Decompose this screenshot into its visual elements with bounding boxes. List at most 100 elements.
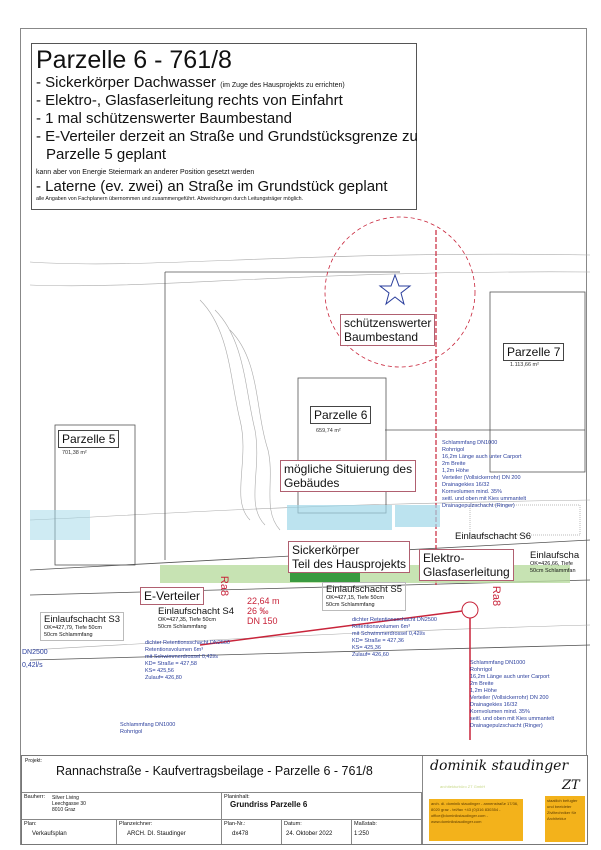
planzeichner-cell: Planzeichner:ARCH. DI. Staudinger: [117, 819, 222, 844]
label-line: Gebäudes: [284, 476, 340, 490]
planinhalt-cell: Planinhalt: Grundriss Parzelle 6: [222, 792, 422, 819]
tree-protection-circle: [324, 216, 476, 368]
parzelle-7-area: 1.113,66 m²: [510, 362, 539, 368]
address-badge: arch. di. dominik staudinger - annenstra…: [429, 799, 523, 841]
massstab-value: 1:250: [354, 831, 370, 837]
hatch-area: [469, 504, 581, 536]
note-item: - E-Verteiler derzeit an Straße und Grun…: [36, 128, 418, 145]
planzeichner-label: Planzeichner:: [119, 821, 153, 827]
note-text: - Sickerkörper Dachwasser: [36, 74, 217, 91]
projekt-title: Rannachstraße - Kaufvertragsbeilage - Pa…: [56, 764, 373, 778]
planinhalt-label: Planinhalt:: [224, 794, 250, 800]
note-footnote: alle Angaben von Fachplanern übernommen …: [36, 196, 304, 202]
manhole-icon: [461, 601, 479, 619]
plan-value: Verkaufsplan: [32, 831, 67, 837]
plannr-label: Plan-Nr.:: [224, 821, 246, 827]
note-small: (im Zuge des Hausprojekts zu errichten): [220, 82, 345, 89]
schacht-title: Einlaufscha: [530, 550, 580, 561]
pipe-diameter: DN 150: [247, 616, 278, 626]
left-note-line: 0,42l/s: [22, 662, 43, 669]
projekt-label: Projekt:: [25, 758, 42, 764]
retention-line: Retentionsvolumen 6m³: [145, 647, 204, 653]
parzelle-6-area: 659,74 m²: [316, 428, 341, 434]
title-block: Projekt: Rannachstraße - Kaufvertragsbei…: [21, 755, 588, 845]
retention-line: dichter Retentionsschacht DN2500: [145, 640, 230, 646]
label-line: Glasfaserleitung: [423, 565, 510, 579]
plan-label: Plan:: [24, 821, 37, 827]
schacht-title: Einlaufschacht S6: [455, 531, 532, 542]
label-line: mögliche Situierung des: [284, 462, 413, 476]
note-item: Parzelle 5 geplant: [46, 146, 167, 163]
schlamm-line: Drainagepulzschacht (Ringer): [442, 503, 515, 509]
retention-line: Retentionsvolumen 6m³: [352, 624, 411, 630]
parzelle-7-label: Parzelle 7: [503, 343, 565, 361]
notes-title: Parzelle 6 - 761/8: [36, 46, 232, 74]
schacht-detail: 50cm Schlammfan: [530, 568, 576, 574]
plannr-cell: Plan-Nr.: dx478: [222, 819, 282, 844]
schlamm-line: Rohrrigol: [442, 447, 465, 453]
schacht-detail: OK=427,15, Tiefe 50cm: [326, 595, 384, 601]
label-line: Teil des Hausprojekts: [292, 557, 407, 571]
retention-line: KS= 425,36: [352, 645, 381, 651]
sickerkoerper-area-3: [30, 510, 90, 540]
datum-label: Datum:: [284, 821, 302, 827]
bauherr-label: Bauherr:: [24, 794, 46, 800]
pipe-slope: 26 ‰: [247, 606, 269, 616]
schlamm-line: 16,2m Länge auch unter Carport: [442, 454, 522, 460]
green-strip-dark: [290, 570, 360, 582]
schacht-detail: 50cm Schlammfang: [326, 602, 375, 608]
note-item: - 1 mal schützenswerter Baumbestand: [36, 110, 292, 127]
schlamm-line: Kornvolumen mind. 35%: [442, 489, 502, 495]
sickerkoerper-area-2: [395, 505, 440, 527]
pipe-line: [199, 609, 471, 646]
planinhalt-value: Grundriss Parzelle 6: [230, 800, 308, 809]
e-verteiler-label: E-Verteiler: [140, 587, 205, 605]
parcel-lines: [29, 271, 591, 661]
schlamm-line: Drainagekies 16/32: [442, 482, 490, 488]
elektro-label: Elektro-Glasfaserleitung: [419, 549, 514, 581]
plan-cell: Plan: Verkaufsplan: [22, 819, 117, 844]
tree-star-icon: [378, 273, 412, 306]
retention-line: Zulauf= 426,60: [352, 652, 389, 658]
schacht-title: Einlaufschacht S5: [326, 584, 403, 595]
parzelle-6-label: Parzelle 6: [310, 406, 372, 424]
left-note-line: DN2500: [22, 649, 48, 656]
massstab-label: Maßstab:: [354, 821, 377, 827]
schacht-detail: 50cm Schlammfang: [44, 632, 93, 638]
schlamm-line: seitl. und oben mit Kies ummantelt: [470, 716, 555, 722]
schlamm-line: 2m Breite: [442, 461, 466, 467]
massstab-cell: Maßstab: 1:250: [352, 819, 422, 844]
bauherr-line: Silver Living: [52, 795, 79, 801]
schlamm-line: Schlammfang DN1000: [470, 660, 526, 666]
schacht-detail: OK=427,35, Tiefe 50cm: [158, 617, 216, 623]
schacht-detail: OK=426,66, Tiefe: [530, 561, 573, 567]
retention-line: Zulauf= 426,80: [145, 675, 182, 681]
note-sub: kann aber von Energie Steiermark an ande…: [36, 169, 255, 176]
schlamm-line: Drainagepulzschacht (Ringer): [470, 723, 543, 729]
label-line: Elektro-: [423, 551, 465, 565]
schacht-s6: Einlaufschacht S6: [452, 530, 534, 543]
ra8-label: Ra8: [218, 575, 231, 597]
schlamm-line: Verteiler (Vollsickerrohr) DN 200: [442, 475, 521, 481]
note-item: - Elektro-, Glasfaserleitung rechts von …: [36, 92, 343, 109]
datum-value: 24. Oktober 2022: [286, 831, 333, 837]
schlamm-line: Rohrrigol: [120, 729, 143, 735]
plannr-value: dx478: [232, 831, 249, 837]
left-note: DN2500 0,42l/s: [22, 648, 48, 670]
sickerkoerper-area: [287, 505, 392, 530]
schlamm-line: seitl. und oben mit Kies ummantelt: [442, 496, 527, 502]
label-line: Baumbestand: [344, 330, 419, 344]
schlamm-line: Drainagekies 16/32: [470, 702, 518, 708]
logo-name: dominik staudinger: [430, 758, 569, 774]
label-line: Sickerkörper: [292, 543, 360, 557]
schlamm-line: 1,2m Höhe: [470, 688, 497, 694]
schlamm-line: Verteiler (Vollsickerrohr) DN 200: [470, 695, 549, 701]
